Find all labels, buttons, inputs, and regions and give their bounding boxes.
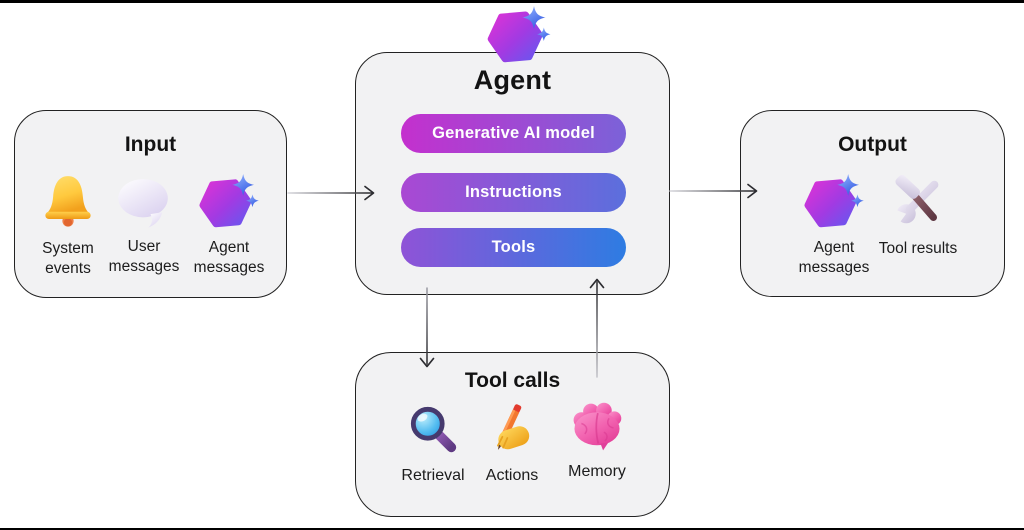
tool-item-memory: Memory: [552, 401, 642, 483]
tool-calls-panel: Tool calls Retrieval: [355, 352, 670, 517]
output-item-label-tool-results: Tool results: [878, 240, 958, 257]
input-item-agent-messages: Agent messages: [181, 173, 277, 278]
input-item-label-user-messages: User messages: [108, 238, 180, 276]
hammer-wrench-icon: [889, 173, 947, 231]
magnifier-icon: [405, 401, 461, 457]
agent-panel-title: Agent: [473, 65, 552, 95]
brain-icon: [569, 401, 625, 453]
tool-item-actions: Actions: [467, 401, 557, 487]
top-border-bar: [0, 0, 1024, 3]
output-panel-title: Output: [838, 133, 907, 156]
generative-ai-model-pill: Generative AI model: [401, 114, 626, 153]
input-item-label-system-events: System events: [42, 240, 94, 278]
agent-hexagon-icon: [198, 173, 260, 230]
input-item-user-messages: User messages: [96, 173, 192, 277]
agent-panel: Agent Generative AI model Instructions T…: [355, 52, 670, 295]
generative-ai-model-pill-label: Generative AI model: [432, 124, 595, 142]
input-item-system-events: System events: [20, 173, 116, 279]
input-panel-title: Input: [124, 133, 177, 156]
tool-calls-panel-title: Tool calls: [464, 369, 561, 392]
agent-hexagon-icon: [803, 173, 865, 230]
tool-item-label-memory: Memory: [568, 463, 626, 480]
output-panel: Output Agent messages Tool results: [740, 110, 1005, 297]
output-item-tool-results: Tool results: [878, 173, 958, 259]
output-item-agent-messages: Agent messages: [794, 173, 874, 278]
tools-pill: Tools: [401, 228, 626, 267]
instructions-pill-label: Instructions: [465, 183, 562, 201]
tool-item-retrieval: Retrieval: [388, 401, 478, 487]
output-item-label-agent-messages: Agent messages: [798, 239, 870, 277]
input-item-label-agent-messages: Agent messages: [193, 239, 265, 277]
speech-bubble-icon: [114, 173, 174, 229]
bell-icon: [39, 173, 97, 231]
instructions-pill: Instructions: [401, 173, 626, 212]
tools-pill-label: Tools: [491, 238, 536, 256]
input-panel: Input System events User messages: [14, 110, 287, 298]
tool-item-label-retrieval: Retrieval: [401, 467, 465, 484]
tool-item-label-actions: Actions: [485, 467, 539, 484]
agent-hexagon-icon: [486, 5, 552, 70]
writing-hand-icon: [484, 401, 540, 457]
bottom-border-bar: [0, 528, 1024, 530]
